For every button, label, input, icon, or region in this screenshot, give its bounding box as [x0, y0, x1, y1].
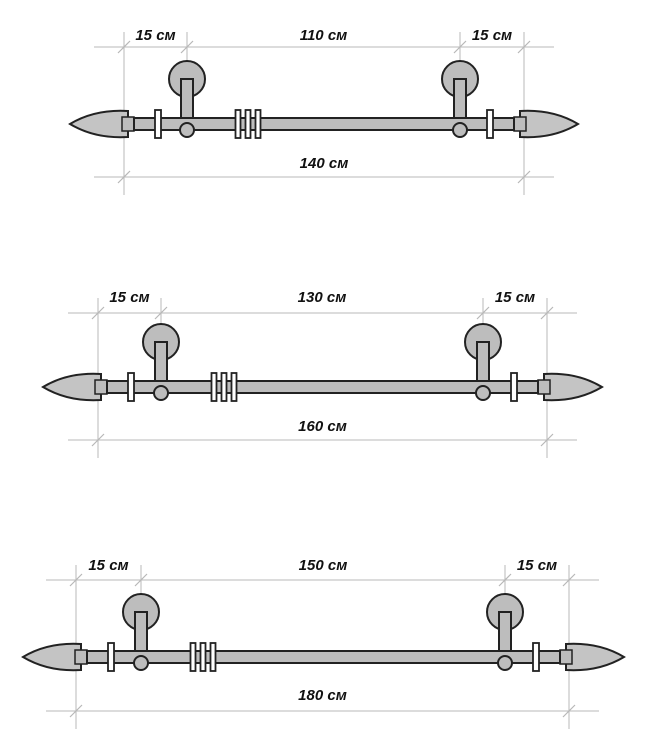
- left-bracket: [122, 593, 160, 658]
- total-length-label: 180 см: [298, 687, 347, 704]
- stop-ring: [127, 372, 135, 402]
- dimension-tick: [134, 573, 148, 587]
- left-bracket: [168, 60, 206, 125]
- total-length-label: 160 см: [298, 418, 347, 435]
- rod-diagram-3: 15 см 150 см 15 см 180 см: [21, 557, 626, 729]
- dimension-tick: [476, 306, 490, 320]
- right-finial: [543, 372, 604, 402]
- right-finial: [519, 109, 580, 139]
- bracket-rod-holder: [133, 655, 149, 671]
- dimension-tick: [562, 573, 576, 587]
- curtain-ring: [220, 372, 228, 402]
- left-offset-label: 15 см: [88, 557, 128, 574]
- dimension-tick: [154, 306, 168, 320]
- dimension-tick: [180, 40, 194, 54]
- curtain-ring: [210, 372, 218, 402]
- dimension-tick: [498, 573, 512, 587]
- dimension-tick: [69, 704, 83, 718]
- stop-ring: [510, 372, 518, 402]
- rod-diagram-1: 15 см 110 см 15 см 140 см: [68, 27, 580, 195]
- span-label: 130 см: [298, 289, 347, 306]
- curtain-ring: [254, 109, 262, 139]
- span-label: 110 см: [300, 27, 348, 44]
- dimension-tick: [117, 40, 131, 54]
- curtain-ring: [209, 642, 217, 672]
- curtain-ring: [199, 642, 207, 672]
- dimension-tick: [91, 433, 105, 447]
- curtain-ring: [189, 642, 197, 672]
- left-finial-collar: [94, 379, 108, 395]
- bracket-rod-holder: [497, 655, 513, 671]
- left-finial: [68, 109, 129, 139]
- stop-ring: [107, 642, 115, 672]
- stop-ring: [532, 642, 540, 672]
- curtain-ring: [244, 109, 252, 139]
- left-finial-collar: [74, 649, 88, 665]
- dimension-tick: [453, 40, 467, 54]
- dimension-tick: [562, 704, 576, 718]
- dimension-tick: [69, 573, 83, 587]
- bracket-rod-holder: [153, 385, 169, 401]
- dimension-tick: [517, 170, 531, 184]
- left-finial: [21, 642, 82, 672]
- dimension-tick: [117, 170, 131, 184]
- bracket-rod-holder: [179, 122, 195, 138]
- right-bracket: [441, 60, 479, 125]
- bracket-rod-holder: [475, 385, 491, 401]
- dimension-tick: [517, 40, 531, 54]
- curtain-rod: [86, 650, 561, 664]
- left-offset-label: 15 см: [109, 289, 149, 306]
- right-finial-collar: [559, 649, 573, 665]
- right-offset-label: 15 см: [517, 557, 557, 574]
- dimension-tick: [91, 306, 105, 320]
- right-offset-label: 15 см: [472, 27, 512, 44]
- curtain-ring: [230, 372, 238, 402]
- curtain-rod: [133, 117, 515, 131]
- right-finial-collar: [513, 116, 527, 132]
- left-offset-label: 15 см: [135, 27, 175, 44]
- stop-ring: [154, 109, 162, 139]
- right-bracket: [464, 323, 502, 388]
- span-label: 150 см: [299, 557, 348, 574]
- curtain-ring: [234, 109, 242, 139]
- right-finial: [565, 642, 626, 672]
- curtain-rod: [106, 380, 539, 394]
- right-offset-label: 15 см: [495, 289, 535, 306]
- left-finial-collar: [121, 116, 135, 132]
- right-bracket: [486, 593, 524, 658]
- total-length-label: 140 см: [300, 155, 349, 172]
- rod-diagram-2: 15 см 130 см 15 см 160 см: [41, 289, 604, 458]
- left-finial: [41, 372, 102, 402]
- right-finial-collar: [537, 379, 551, 395]
- dimension-tick: [540, 433, 554, 447]
- left-bracket: [142, 323, 180, 388]
- dimension-tick: [540, 306, 554, 320]
- stop-ring: [486, 109, 494, 139]
- bracket-rod-holder: [452, 122, 468, 138]
